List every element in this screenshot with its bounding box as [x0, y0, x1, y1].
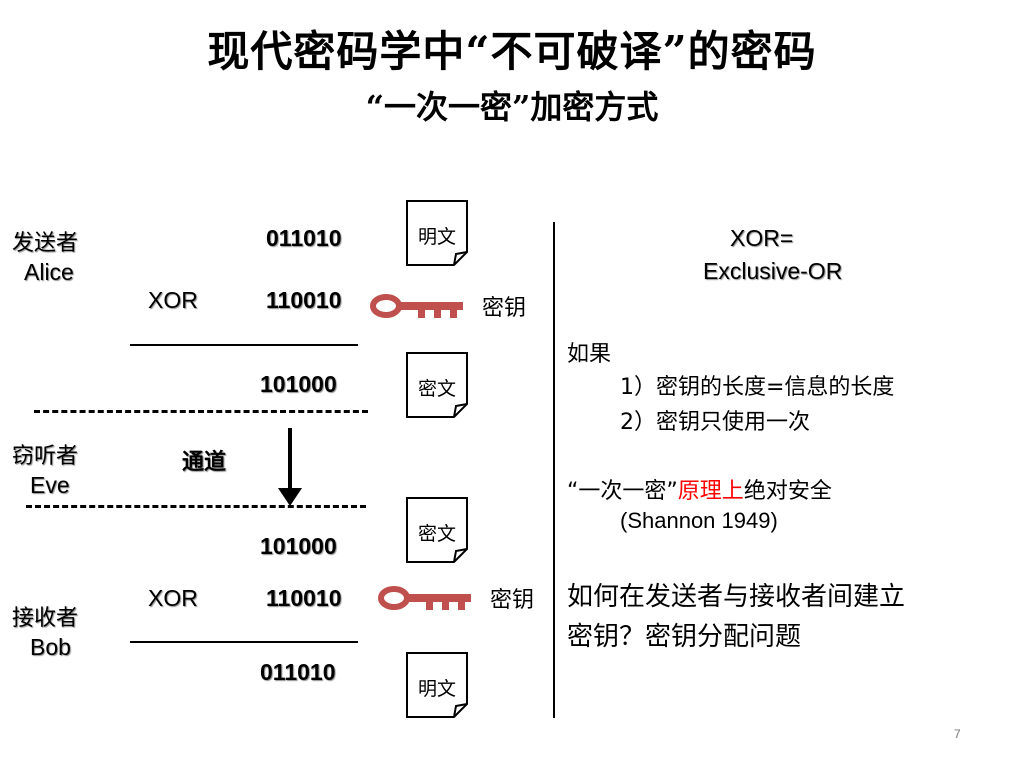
key-distribution-question-line2: 密钥？密钥分配问题: [567, 622, 802, 652]
top-dashed-line: [34, 410, 368, 413]
vertical-divider: [553, 222, 555, 718]
plaintext-document-bottom: 明文: [406, 652, 468, 718]
document-label: 明文: [417, 226, 456, 248]
document-label: 密文: [417, 523, 456, 545]
document-icon: [406, 352, 468, 418]
top-key-bits: 110010: [266, 287, 342, 313]
security-prefix: “一次一密”: [567, 479, 678, 504]
top-ciphertext-bits: 101000: [260, 371, 337, 397]
key-distribution-question-line1: 如何在发送者与接收者间建立: [567, 582, 906, 612]
xor-definition-line1: XOR=: [730, 225, 794, 251]
page-subtitle: “一次一密”加密方式: [365, 88, 659, 126]
security-suffix: 绝对安全: [743, 479, 832, 504]
xor-definition-line2: Exclusive-OR: [703, 258, 843, 284]
shannon-citation: (Shannon 1949): [620, 508, 778, 533]
top-plaintext-bits: 011010: [266, 225, 342, 251]
top-xor-label: XOR: [148, 287, 198, 313]
page-number: 7: [954, 727, 961, 741]
bottom-key-bits: 110010: [266, 585, 342, 611]
bottom-xor-label: XOR: [148, 585, 198, 611]
channel-arrow-icon: [278, 428, 302, 506]
channel-label: 通道: [182, 450, 227, 475]
document-label: 密文: [417, 378, 456, 400]
bottom-plaintext-bits: 011010: [260, 659, 336, 685]
key-label-bottom: 密钥: [490, 588, 535, 613]
key-icon-bottom: [378, 586, 471, 610]
security-statement: “一次一密”原理上绝对安全: [567, 473, 832, 505]
document-icon: [406, 200, 468, 266]
condition-1: 1）密钥的长度=信息的长度: [620, 375, 895, 400]
sender-name: Alice: [24, 259, 74, 285]
eavesdropper-role: 窃听者: [12, 444, 79, 469]
page-title: 现代密码学中“不可破译”的密码: [207, 27, 817, 76]
key-label-top: 密钥: [482, 296, 527, 321]
security-highlight: 原理上: [677, 479, 744, 504]
key-icon-top: [370, 294, 463, 318]
document-label: 明文: [417, 678, 456, 700]
ciphertext-document-bottom: 密文: [406, 497, 468, 563]
top-sum-line: [130, 344, 358, 346]
bottom-ciphertext-bits: 101000: [260, 533, 337, 559]
eavesdropper-name: Eve: [30, 472, 70, 498]
ciphertext-document-top: 密文: [406, 352, 468, 418]
document-icon: [406, 652, 468, 718]
plaintext-document-top: 明文: [406, 200, 468, 266]
condition-intro: 如果: [567, 342, 612, 367]
condition-2: 2）密钥只使用一次: [620, 410, 810, 435]
document-icon: [406, 497, 468, 563]
receiver-name: Bob: [30, 634, 71, 660]
sender-role: 发送者: [12, 231, 79, 256]
bottom-sum-line: [130, 641, 358, 643]
receiver-role: 接收者: [12, 606, 79, 631]
bottom-dashed-line: [26, 505, 366, 508]
